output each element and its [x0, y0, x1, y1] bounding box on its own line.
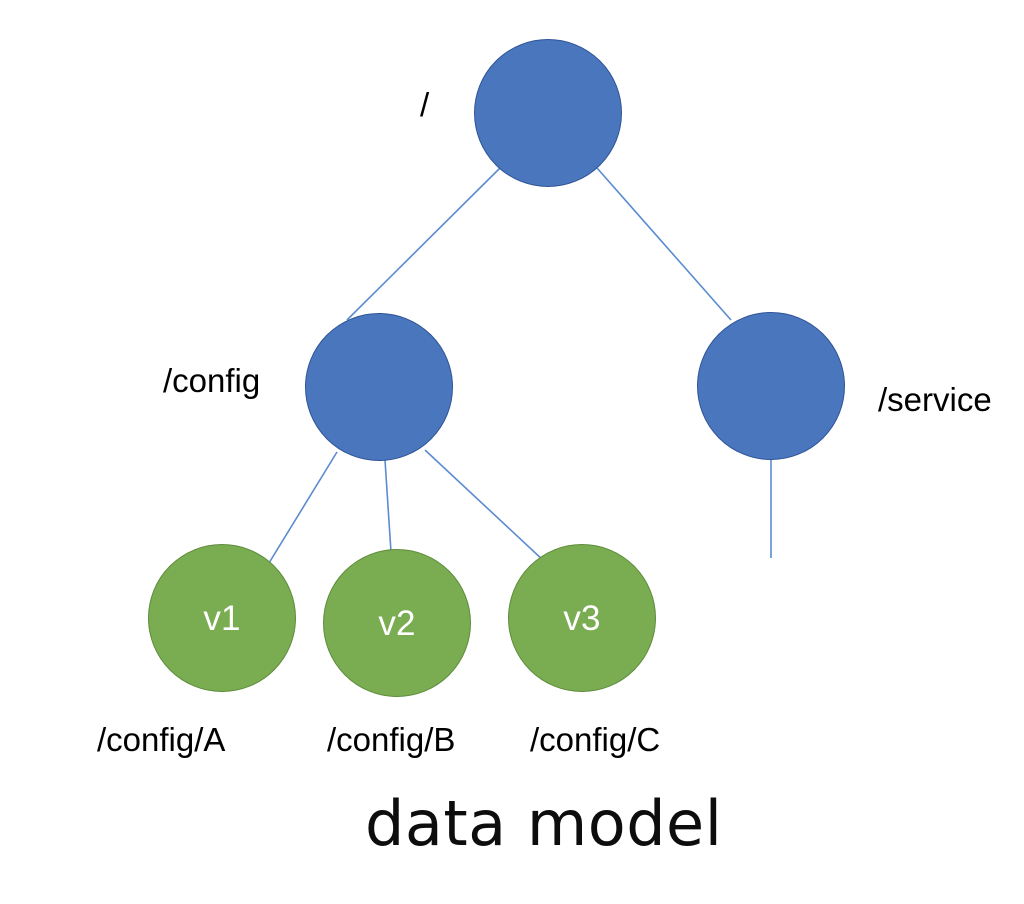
node-v1-caption: v1: [203, 598, 241, 638]
node-config[interactable]: [305, 313, 453, 461]
node-root-label: /: [420, 86, 430, 123]
node-v2[interactable]: v2: [323, 549, 471, 697]
diagram-title: data model: [365, 787, 723, 860]
edge-config-v1: [268, 451, 338, 564]
edge-root-config: [346, 167, 501, 321]
node-service[interactable]: [697, 312, 845, 460]
node-service-label: /service: [878, 381, 992, 418]
edge-config-v3: [424, 449, 546, 563]
node-v3-caption: v3: [563, 598, 601, 638]
node-v2-caption: v2: [378, 603, 416, 643]
edge-config-v2: [384, 459, 392, 553]
node-config-label: /config: [163, 362, 261, 399]
node-root[interactable]: [474, 39, 622, 187]
node-v3-label: /config/C: [530, 721, 661, 758]
edge-root-service: [596, 167, 732, 321]
node-v1-label: /config/A: [97, 721, 226, 758]
node-v2-label: /config/B: [327, 721, 456, 758]
node-v3[interactable]: v3: [508, 544, 656, 692]
node-v1[interactable]: v1: [148, 544, 296, 692]
